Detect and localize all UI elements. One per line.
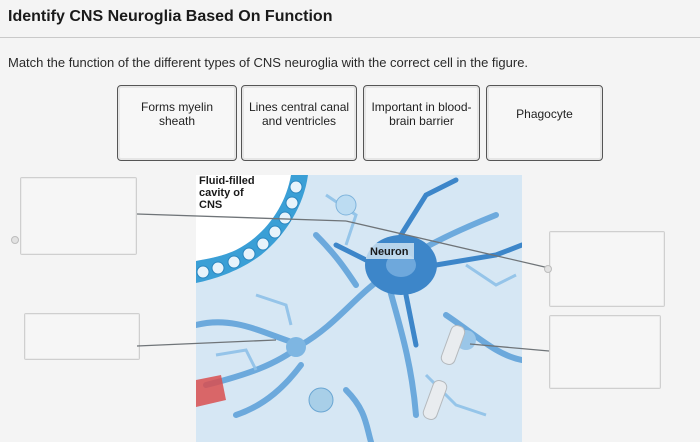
drop-zone-right-bottom[interactable]	[549, 315, 661, 389]
drop-zone-left-top[interactable]	[20, 177, 137, 255]
connector-dot	[544, 265, 552, 273]
answer-card-blood-brain-barrier[interactable]: Important in blood-brain barrier	[363, 85, 480, 161]
page-title: Identify CNS Neuroglia Based On Function	[8, 8, 333, 25]
figure-label-cavity-line2: cavity of	[199, 187, 244, 199]
answer-card-label: Important in blood-brain barrier	[371, 100, 472, 128]
answer-card-label: Phagocyte	[516, 107, 573, 121]
answer-card-label: Forms myelin sheath	[140, 100, 213, 128]
neuroglia-figure: Fluid-filled cavity of CNS Neuron	[196, 175, 522, 442]
answer-card-label: Lines central canal and ventricles	[248, 100, 350, 128]
figure-label-cavity-line3: CNS	[199, 199, 222, 211]
answer-card-phagocyte[interactable]: Phagocyte	[486, 85, 603, 161]
drop-zone-left-bottom[interactable]	[24, 313, 140, 360]
figure-label-neuron: Neuron	[370, 246, 409, 258]
header-divider	[0, 37, 700, 38]
instructions-text: Match the function of the different type…	[8, 55, 529, 70]
neuroglia-illustration: Fluid-filled cavity of CNS Neuron	[196, 175, 522, 442]
drop-zone-right-top[interactable]	[549, 231, 665, 307]
connector-dot	[11, 236, 19, 244]
answer-card-forms-myelin-sheath[interactable]: Forms myelin sheath	[117, 85, 237, 161]
figure-label-cavity-line1: Fluid-filled	[199, 175, 255, 187]
answer-card-lines-central-canal[interactable]: Lines central canal and ventricles	[241, 85, 357, 161]
